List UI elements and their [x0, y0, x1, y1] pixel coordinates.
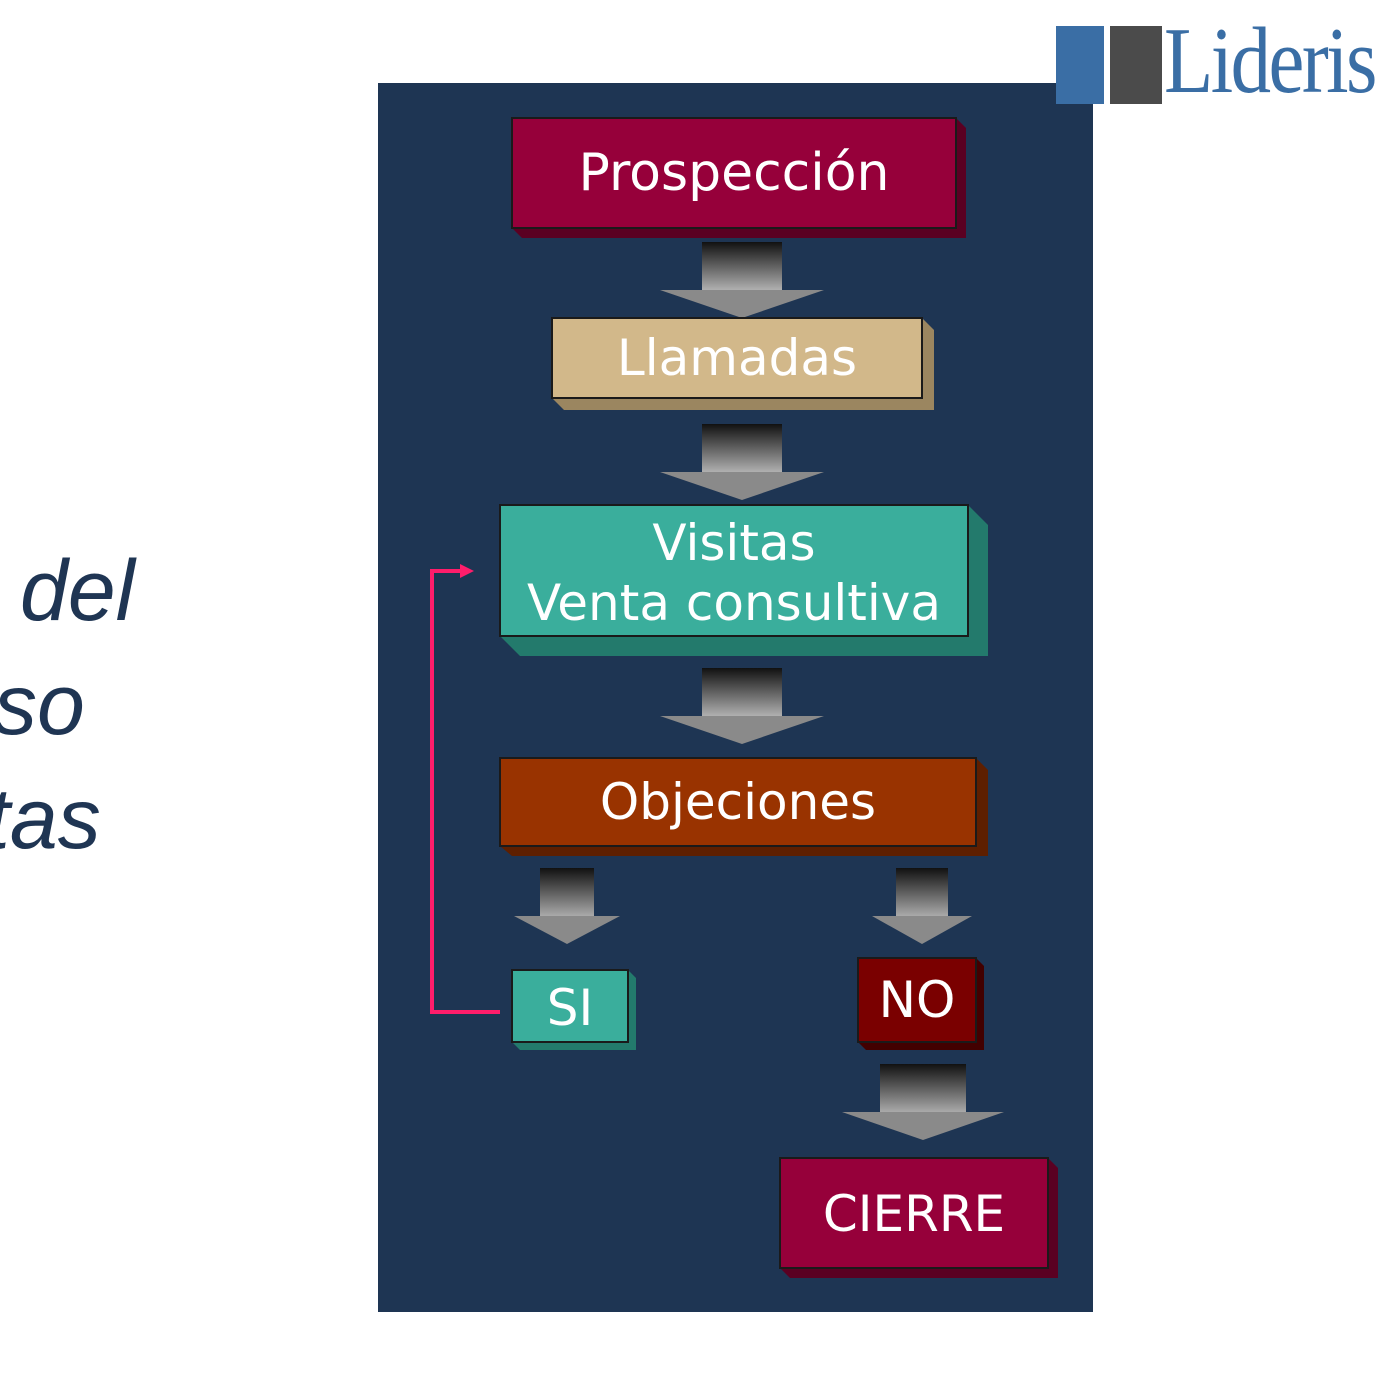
loop-back-arrow — [430, 564, 500, 1014]
llamadas-label: Llamadas — [616, 329, 858, 387]
visitas-label-line1: Visitas — [652, 514, 816, 572]
objeciones-box — [499, 757, 988, 856]
si-box — [511, 969, 636, 1050]
si-label: SI — [546, 979, 594, 1037]
logo-text: Lideris — [1164, 9, 1378, 113]
lideris-logo: Lideris — [1054, 9, 1394, 113]
arrow-down-3 — [660, 668, 824, 744]
title-fragment-3: tas — [0, 771, 101, 867]
no-label: NO — [878, 971, 956, 1029]
title-fragment-2: so — [0, 657, 85, 753]
logo-gray-square — [1110, 26, 1162, 104]
side-title: del so tas — [0, 0, 200, 1400]
no-box — [857, 957, 984, 1050]
logo-blue-square — [1056, 26, 1104, 104]
arrow-down-cierre — [842, 1064, 1004, 1140]
prospeccion-label: Prospección — [578, 142, 890, 203]
llamadas-box — [551, 317, 934, 410]
title-fragment-1: del — [20, 543, 135, 639]
cierre-label: CIERRE — [822, 1185, 1006, 1243]
visitas-box — [499, 504, 988, 656]
prospeccion-box — [511, 117, 966, 238]
arrow-down-2 — [660, 424, 824, 500]
arrow-down-1 — [660, 242, 824, 318]
arrow-down-no — [872, 868, 972, 944]
arrow-down-si — [514, 868, 620, 944]
cierre-box — [779, 1157, 1058, 1278]
visitas-label-line2: Venta consultiva — [526, 574, 942, 632]
objeciones-label: Objeciones — [599, 773, 877, 831]
